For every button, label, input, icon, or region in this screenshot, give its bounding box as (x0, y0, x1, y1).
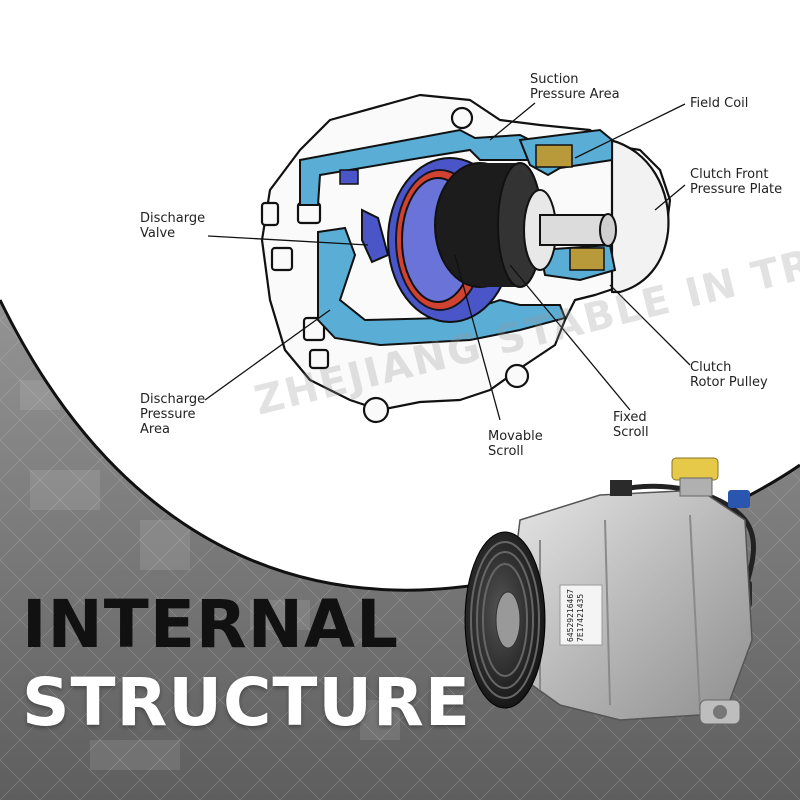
field-coil-winding (569, 247, 605, 271)
callout-discharge-valve: Discharge Valve (140, 211, 206, 241)
callout-clutch-rotor-pulley: Clutch Rotor Pulley (690, 360, 768, 390)
callout-discharge-pressure-area: Discharge Pressure Area (140, 392, 206, 437)
leader-discharge-pressure (204, 309, 331, 401)
yellow-cap (671, 457, 719, 481)
leader-movable-scroll (454, 254, 501, 421)
leader-field-coil (574, 103, 686, 159)
housing-section-wall (317, 226, 567, 347)
headline-line1: INTERNAL (22, 586, 400, 663)
mount-hole (504, 363, 530, 389)
discharge-valve-shape (361, 208, 390, 264)
mount-hole (450, 106, 474, 130)
blue-valve (728, 490, 750, 508)
bolt (308, 348, 330, 370)
callout-field-coil: Field Coil (690, 96, 749, 111)
field-coil-winding (535, 144, 573, 168)
bolt (260, 201, 280, 227)
mount-hole (362, 396, 390, 424)
callout-suction-pressure-area: Suction Pressure Area (530, 72, 620, 102)
leader-clutch-front (654, 184, 686, 211)
leader-rotor-pulley (609, 284, 691, 366)
leader-suction (489, 102, 536, 141)
part-number-line1: 64529216467 (566, 589, 575, 642)
part-label-sticker (559, 584, 603, 646)
clutch-plate (608, 138, 670, 294)
housing-section-wall (299, 128, 541, 206)
leader-discharge-valve (207, 235, 369, 246)
callout-fixed-scroll: Fixed Scroll (613, 410, 649, 440)
sensor-wire (619, 483, 756, 591)
leader-fixed-scroll (509, 264, 631, 411)
compressor-body (509, 489, 753, 721)
part-number-line2: 7E17421435 (576, 593, 585, 642)
bolt (270, 246, 294, 272)
callout-clutch-front-pressure-plate: Clutch Front Pressure Plate (690, 167, 783, 197)
part-number-label: 64529216467 7E17421435 (566, 589, 586, 642)
callout-movable-scroll: Movable Scroll (488, 429, 543, 459)
headline-line2: STRUCTURE (22, 664, 471, 741)
